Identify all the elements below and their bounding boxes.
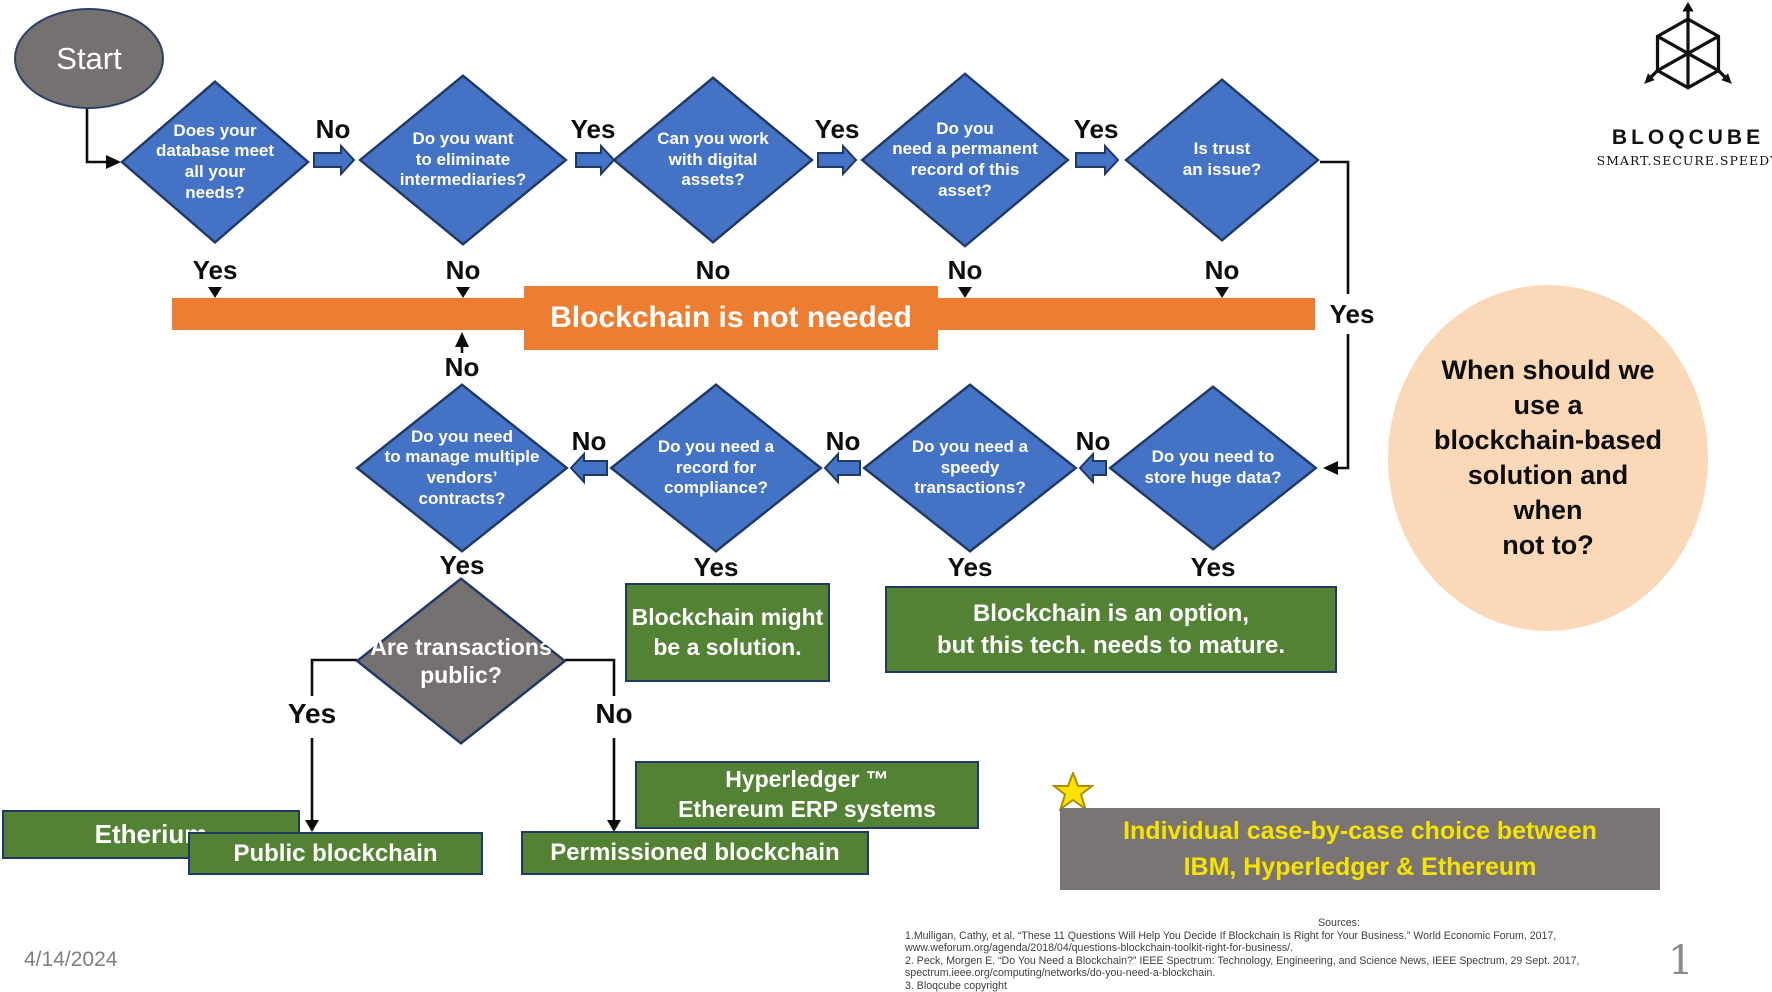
outcome-option-mature: Blockchain is an option, but this tech. … xyxy=(885,586,1337,673)
edge-label-public-no: No xyxy=(595,698,633,729)
outcome-public-blockchain: Public blockchain xyxy=(188,832,483,875)
connector-public-yes-1 xyxy=(310,658,357,696)
edge-label-public-yes: Yes xyxy=(287,698,337,729)
star-icon xyxy=(1052,772,1094,812)
outcome-option-mature-label: Blockchain is an option, but this tech. … xyxy=(936,600,1286,659)
edge-label-no: No xyxy=(1075,426,1111,456)
decision-transactions-public: Are transactions public? xyxy=(355,577,567,745)
edge-label-yes: Yes xyxy=(814,114,860,144)
decision-text: Do you need a permanent record of this a… xyxy=(892,118,1038,200)
outcome-not-needed-box: Blockchain is not needed xyxy=(524,286,938,350)
edge-label-no: No xyxy=(571,426,607,456)
sources: Sources: 1.Mulligan, Cathy, et al. “Thes… xyxy=(905,917,1772,992)
note-when-to-use-text: When should we use a blockchain-based so… xyxy=(1433,354,1663,561)
arrowhead-down-4 xyxy=(958,287,972,298)
outcome-hyperledger-label: Hyperledger ™ Ethereum ERP systems xyxy=(678,766,936,822)
start-node: Start xyxy=(14,8,164,109)
sources-line: 1.Mulligan, Cathy, et al. “These 11 Ques… xyxy=(905,929,1557,942)
arrowhead-start xyxy=(106,155,121,169)
note-when-to-use: When should we use a blockchain-based so… xyxy=(1388,285,1708,631)
decision-text: Do you want to eliminate intermediaries? xyxy=(399,128,527,190)
decision-trust-issue: Is trust an issue? xyxy=(1124,78,1320,242)
decision-text: Can you work with digital assets? xyxy=(657,128,769,190)
block-arrow-right-1 xyxy=(313,143,356,177)
decision-text: Do you need a record for compliance? xyxy=(657,436,775,498)
decision-store-huge-data: Do you need to store huge data? xyxy=(1108,385,1318,551)
decision-permanent-record: Do you need a permanent record of this a… xyxy=(860,72,1070,248)
arrowhead-down-5 xyxy=(1215,287,1229,298)
decision-text: Are transactions public? xyxy=(370,633,552,688)
outcome-hyperledger-ethereum: Hyperledger ™ Ethereum ERP systems xyxy=(635,761,979,829)
arrowhead-public-no xyxy=(607,820,621,832)
edge-label-yes: Yes xyxy=(1190,552,1236,582)
outcome-might-be-solution: Blockchain might be a solution. xyxy=(625,583,830,682)
slide-date: 4/14/2024 xyxy=(24,948,118,971)
arrowhead-down-1 xyxy=(208,287,222,298)
arrowhead-trust-yes xyxy=(1323,461,1338,475)
block-arrow-left-3 xyxy=(1078,451,1107,485)
sources-line: 3. Bloqcube copyright xyxy=(905,979,1007,992)
connector-trust-yes-1 xyxy=(1320,160,1350,294)
sources-line: spectrum.ieee.org/computing/networks/do-… xyxy=(905,967,1216,979)
edge-label-bar-no: No xyxy=(444,352,480,382)
page-number: 1 xyxy=(1668,938,1694,984)
decision-database-needs: Does your database meet all your needs? xyxy=(120,80,310,244)
choice-box: Individual case-by-case choice between I… xyxy=(1060,808,1660,890)
sources-line: 2. Peck, Morgen E. “Do You Need a Blockc… xyxy=(905,954,1580,967)
brand-tagline: SMART.SECURE.SPEEDY xyxy=(1596,153,1772,168)
cube-logo-icon xyxy=(1644,2,1732,90)
block-arrow-right-4 xyxy=(1075,143,1120,177)
decision-text: Do you need to store huge data? xyxy=(1144,447,1282,487)
edge-label-no: No xyxy=(315,114,351,144)
edge-label-no: No xyxy=(825,426,861,456)
sources-line: www.weforum.org/agenda/2018/04/questions… xyxy=(905,942,1294,954)
decision-record-compliance: Do you need a record for compliance? xyxy=(609,383,823,553)
edge-label-no: No xyxy=(947,255,983,285)
choice-box-line1: Individual case-by-case choice between xyxy=(1123,816,1597,845)
edge-label-yes: Yes xyxy=(192,255,238,285)
block-arrow-right-3 xyxy=(817,143,858,177)
choice-box-line2: IBM, Hyperledger & Ethereum xyxy=(1183,853,1537,881)
outcome-permissioned-blockchain-label: Permissioned blockchain xyxy=(550,839,840,867)
edge-label-no: No xyxy=(695,255,731,285)
edge-label-yes: Yes xyxy=(570,114,616,144)
decision-eliminate-intermediaries: Do you want to eliminate intermediaries? xyxy=(358,74,568,246)
start-label: Start xyxy=(56,40,122,76)
decision-digital-assets: Can you work with digital assets? xyxy=(612,76,814,244)
edge-label-yes: Yes xyxy=(439,550,485,580)
arrowhead-public-yes xyxy=(305,820,319,832)
sources-title: Sources: xyxy=(1318,917,1360,929)
decision-text: Is trust an issue? xyxy=(1182,139,1262,179)
outcome-permissioned-blockchain: Permissioned blockchain xyxy=(521,831,869,875)
connector-trust-yes-2 xyxy=(1338,334,1350,470)
decision-manage-vendors-contracts: Do you need to manage multiple vendors’ … xyxy=(355,383,569,553)
block-arrow-left-1 xyxy=(569,451,608,485)
block-arrow-right-2 xyxy=(575,143,616,177)
edge-label-yes: Yes xyxy=(693,552,739,582)
connector-public-no-1 xyxy=(565,658,616,696)
edge-label-yes: Yes xyxy=(1073,114,1119,144)
decision-text: Do you need to manage multiple vendors’ … xyxy=(384,426,540,508)
decision-speedy-transactions: Do you need a speedy transactions? xyxy=(862,383,1078,553)
brand-name: BLOQCUBE xyxy=(1611,126,1765,149)
outcome-might-be-label: Blockchain might be a solution. xyxy=(631,603,824,660)
edge-label-no: No xyxy=(1204,255,1240,285)
outcome-public-blockchain-label: Public blockchain xyxy=(233,839,438,867)
edge-label-trust-yes: Yes xyxy=(1329,299,1375,329)
edge-label-no: No xyxy=(445,255,481,285)
decision-text: Do you need a speedy transactions? xyxy=(911,436,1029,498)
arrowhead-down-2 xyxy=(456,287,470,298)
block-arrow-left-2 xyxy=(823,451,861,485)
connector-start xyxy=(85,106,106,164)
edge-label-yes: Yes xyxy=(947,552,993,582)
arrowhead-up-bar xyxy=(455,332,469,347)
decision-text: Does your database meet all your needs? xyxy=(155,120,275,202)
outcome-not-needed-label: Blockchain is not needed xyxy=(550,301,912,334)
